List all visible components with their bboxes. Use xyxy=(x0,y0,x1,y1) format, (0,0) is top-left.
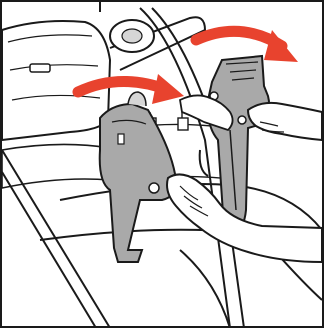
handle-knob xyxy=(110,20,154,52)
stroller-seat xyxy=(2,21,110,188)
